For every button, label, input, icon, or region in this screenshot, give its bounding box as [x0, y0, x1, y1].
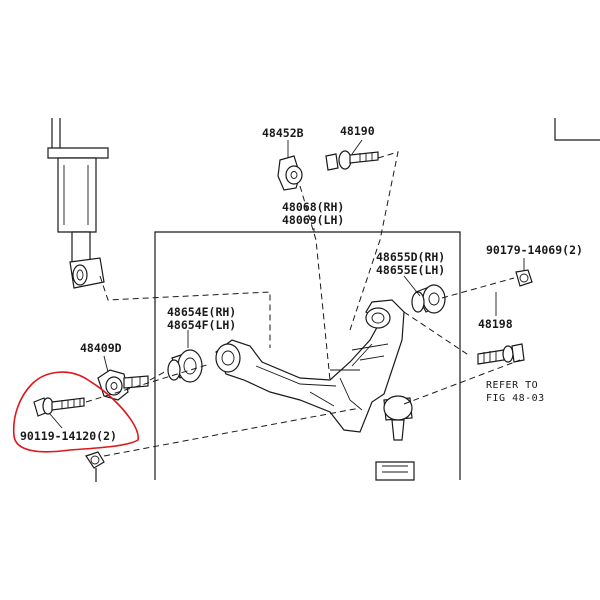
cam-plate-48452B	[277, 155, 303, 191]
ball-joint	[375, 395, 415, 481]
label-90179: 90179-14069(2)	[486, 243, 583, 257]
bushing-48655D	[411, 284, 446, 314]
assembly-line-ball	[403, 359, 521, 405]
label-48068: 48068(RH)	[282, 200, 344, 214]
leader-48190	[351, 139, 363, 155]
label-90119: 90119-14120(2)	[20, 429, 117, 443]
label-48654F: 48654F(LH)	[167, 318, 236, 332]
label-48452B: 48452B	[262, 126, 304, 140]
assembly-frame	[154, 231, 461, 480]
label-48198: 48198	[478, 317, 513, 331]
lower-control-arm	[215, 299, 405, 433]
cam-bolt-48190	[325, 150, 379, 171]
assembly-line-right-nut	[441, 277, 515, 299]
assembly-line-cam	[349, 151, 399, 331]
nut-lower-left	[85, 451, 105, 482]
assembly-line-shock	[99, 275, 271, 348]
shock-absorber	[47, 118, 109, 289]
assembly-line-right-bolt	[403, 311, 471, 357]
assembly-line-top	[299, 185, 331, 381]
assembly-line-nut-low	[103, 407, 361, 457]
leader-48409D	[103, 355, 109, 373]
highlight-circle	[12, 371, 139, 453]
cam-plate-48409D	[97, 369, 149, 401]
label-fig-ref: FIG 48-03	[486, 393, 545, 404]
label-48655E: 48655E(LH)	[376, 263, 445, 277]
assembly-line-bolt-low	[85, 363, 211, 403]
label-48655D: 48655D(RH)	[376, 250, 445, 264]
bolt-48198	[477, 343, 525, 365]
bolt-90119	[33, 397, 85, 417]
label-48190: 48190	[340, 124, 375, 138]
leader-90119	[49, 413, 63, 429]
bushing-48654E	[167, 349, 203, 383]
frame-corner	[554, 118, 600, 141]
label-48654E: 48654E(RH)	[167, 305, 236, 319]
nut-90179	[515, 269, 533, 287]
label-refer-to: REFER TO	[486, 380, 538, 391]
label-48409D: 48409D	[80, 341, 122, 355]
label-48069: 48069(LH)	[282, 213, 344, 227]
leader-48655D	[403, 275, 421, 297]
assembly-line-left	[149, 369, 169, 381]
